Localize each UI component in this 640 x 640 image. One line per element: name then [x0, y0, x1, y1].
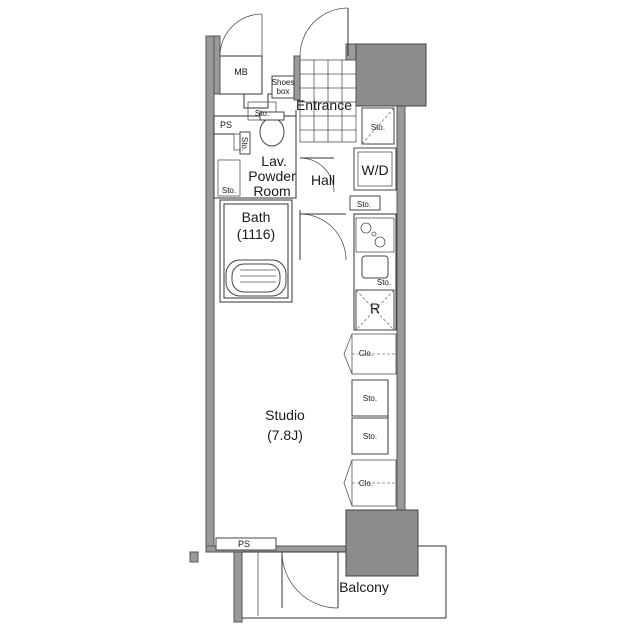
- left-wall: [205, 35, 215, 549]
- shoes-wall: [293, 55, 301, 101]
- label-refrigerator: R: [370, 300, 380, 316]
- entrance-door: [299, 7, 349, 57]
- storage-1: [351, 379, 389, 417]
- bath-room: [219, 199, 293, 303]
- label-sto-lav-top: Sto.: [255, 109, 269, 118]
- balcony-area: [189, 545, 447, 623]
- ps-bottom: [215, 537, 277, 551]
- label-sto-2: Sto.: [363, 432, 377, 441]
- shoes-box: [271, 75, 295, 99]
- kitchen-sink: [361, 255, 389, 279]
- label-clo-1: Clo.: [359, 349, 373, 358]
- label-ps-bottom: PS: [238, 539, 250, 549]
- label-studio-1: Studio: [265, 407, 305, 423]
- toilet: [259, 117, 285, 147]
- top-column: [355, 43, 427, 107]
- label-sto-entrance: Sto.: [371, 123, 385, 132]
- lav-sink: [239, 131, 251, 155]
- washer-dryer: [353, 147, 397, 191]
- lav-powder-room: [213, 101, 297, 199]
- label-balcony: Balcony: [339, 579, 389, 595]
- right-wall: [396, 105, 406, 511]
- label-shoes-box-1: Shoes: [272, 78, 295, 87]
- label-lav-1: Lav.: [261, 153, 286, 169]
- kitchen: [353, 213, 397, 331]
- closet-1: [343, 333, 397, 375]
- label-lav-2: Powder: [248, 168, 296, 184]
- label-studio-2: (7.8J): [267, 427, 303, 443]
- bath-door: [299, 210, 347, 261]
- label-clo-2: Clo.: [359, 479, 373, 488]
- label-wd: W/D: [361, 162, 388, 178]
- label-ps-top: PS: [220, 120, 232, 130]
- label-entrance: Entrance: [296, 97, 352, 113]
- hall-storage: [349, 195, 381, 211]
- label-sto-kitchen: Sto.: [377, 278, 391, 287]
- storage-2: [351, 417, 389, 455]
- label-bath-1: Bath: [242, 209, 271, 225]
- closet-2: [343, 459, 397, 507]
- label-sto-1: Sto.: [363, 394, 377, 403]
- label-shoes-box-2: box: [277, 87, 290, 96]
- lav-door: [299, 157, 335, 193]
- label-sto-hall: Sto.: [357, 200, 371, 209]
- label-mb: MB: [234, 67, 248, 77]
- label-lav-3: Room: [253, 183, 290, 199]
- label-sto-lav-bottom: Sto.: [222, 186, 236, 195]
- entrance-floor-tiles: [299, 59, 357, 143]
- label-bath-2: (1116): [237, 226, 275, 242]
- label-hall: Hall: [311, 172, 335, 188]
- label-sto-lav-side: Sto.: [240, 137, 249, 151]
- mb-left-wall: [213, 35, 221, 95]
- bottom-column: [345, 509, 419, 577]
